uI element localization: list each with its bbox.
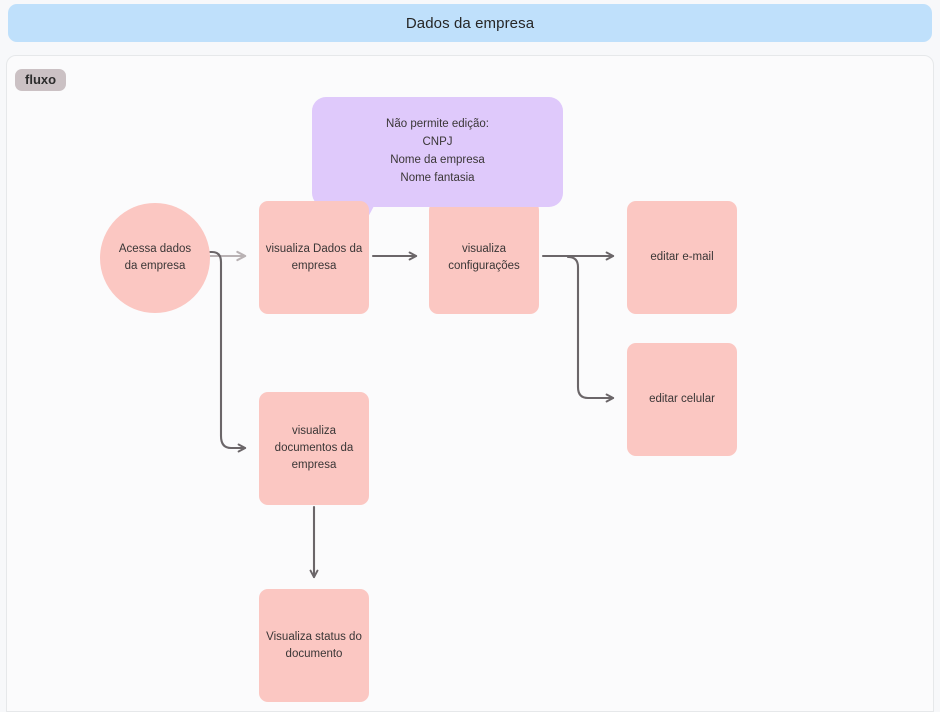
node-visualiza-configuracoes[interactable]: visualiza configurações [429,201,539,314]
callout-nao-permite-edicao[interactable]: Não permite edição: CNPJ Nome da empresa… [312,97,563,207]
node-label: editar e-mail [650,251,714,264]
node-label: editar celular [649,393,715,406]
node-visualiza-status-do-documento[interactable]: Visualiza status do documento [259,589,369,702]
header-bar: Dados da empresa [8,4,932,42]
callout-label: Não permite edição: CNPJ Nome da empresa… [386,118,489,184]
edge-acessa-to-visualiza-documentos [203,250,247,453]
node-editar-email[interactable]: editar e-mail [627,201,737,314]
node-editar-celular[interactable]: editar celular [627,343,737,456]
flow-canvas[interactable]: fluxo [6,55,934,712]
node-label: Acessa dados da empresa [118,243,192,272]
node-label: visualiza documentos da empresa [274,425,354,471]
node-label: Visualiza status do documento [266,630,362,660]
edge-visualiza-config-to-editar-celular [566,255,615,403]
node-visualiza-dados-da-empresa[interactable]: visualiza Dados da empresa [259,201,369,314]
node-label: visualiza Dados da empresa [265,242,363,272]
fluxo-tag[interactable]: fluxo [15,69,67,91]
node-acessa-dados-da-empresa[interactable]: Acessa dados da empresa [100,203,210,313]
page-title: Dados da empresa [405,14,535,32]
node-visualiza-documentos-da-empresa[interactable]: visualiza documentos da empresa [259,392,369,505]
node-label: visualiza configurações [448,242,520,272]
